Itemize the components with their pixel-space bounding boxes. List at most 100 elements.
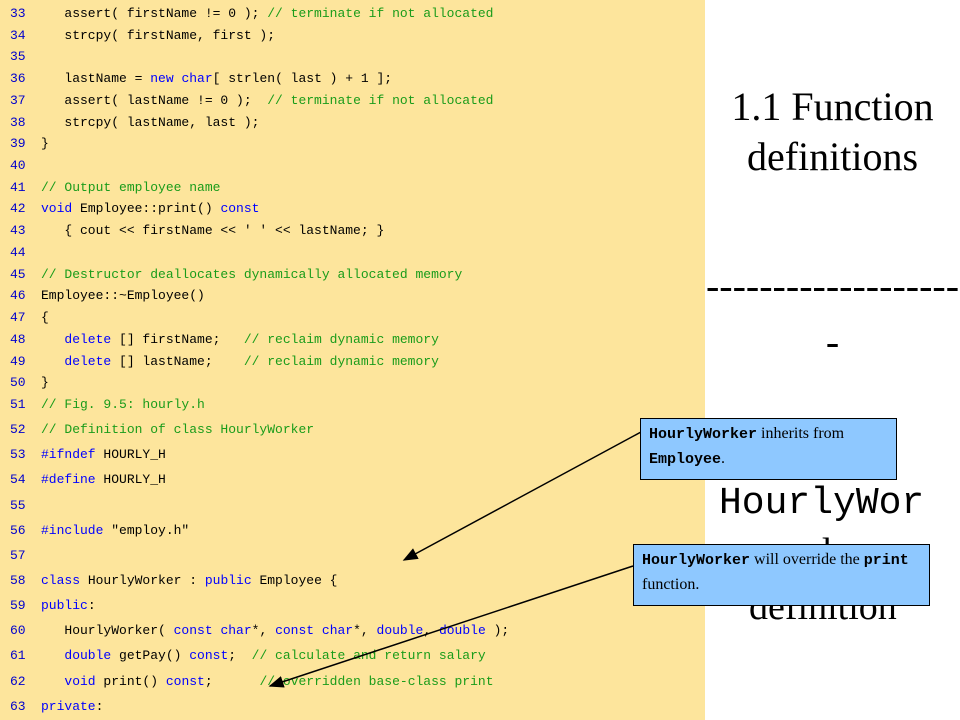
code-token: HourlyWorker(: [41, 623, 174, 638]
code-keyword: private: [41, 699, 96, 714]
line-number: 41: [10, 180, 26, 195]
line-number: 33: [10, 6, 26, 21]
code-keyword: delete: [64, 354, 112, 369]
code-token: }: [41, 375, 49, 390]
line-number: 44: [10, 245, 26, 260]
code-token: strcpy( lastName, last );: [41, 115, 260, 130]
code-keyword: delete: [64, 332, 112, 347]
line-number: 45: [10, 267, 26, 282]
background-class-name: HourlyWor: [719, 482, 925, 525]
line-number: 48: [10, 332, 26, 347]
code-token: :: [95, 699, 104, 714]
line-number: 61: [10, 648, 26, 663]
code-token: ;: [228, 648, 252, 663]
code-text: strcpy( firstName, first );: [41, 26, 275, 46]
code-keyword: new: [150, 71, 174, 86]
callout-override-end: function.: [642, 576, 700, 593]
code-text: private:: [41, 697, 103, 717]
code-token: [41, 354, 64, 369]
code-text: delete [] lastName; // reclaim dynamic m…: [41, 352, 439, 372]
code-comment: // reclaim dynamic memory: [243, 354, 439, 369]
code-token: Employee::print(): [72, 201, 221, 216]
callout-inherits-text: inherits from: [757, 425, 845, 442]
code-keyword: char: [321, 623, 354, 638]
code-token: [41, 674, 64, 689]
callout-override: HourlyWorker will override the print fun…: [633, 544, 930, 606]
line-number: 52: [10, 422, 26, 437]
line-number: 50: [10, 375, 26, 390]
code-text: // Destructor deallocates dynamically al…: [41, 265, 462, 285]
code-token: strcpy( firstName, first );: [41, 28, 276, 43]
line-number: 54: [10, 472, 26, 487]
line-number: 56: [10, 523, 26, 538]
code-keyword: public: [204, 573, 252, 588]
code-text: void Employee::print() const: [41, 199, 259, 219]
code-token: getPay(): [111, 648, 190, 663]
line-number: 57: [10, 548, 26, 563]
code-token: HourlyWorker :: [80, 573, 205, 588]
line-number: 46: [10, 288, 26, 303]
code-token: [41, 332, 64, 347]
code-token: :: [87, 598, 96, 613]
line-number: 47: [10, 310, 26, 325]
code-keyword: double: [376, 623, 424, 638]
callout-inherits-code2: Employee: [649, 451, 722, 468]
code-text: class HourlyWorker : public Employee {: [41, 571, 337, 591]
code-text: delete [] firstName; // reclaim dynamic …: [41, 330, 439, 350]
line-number: 40: [10, 158, 26, 173]
code-text: // Output employee name: [41, 178, 220, 198]
code-token: [ strlen( last ) + 1 ];: [212, 71, 393, 86]
code-comment: // terminate if not allocated: [267, 93, 494, 108]
line-number: 58: [10, 573, 26, 588]
callout-inherits-end: .: [721, 450, 726, 467]
code-text: lastName = new char[ strlen( last ) + 1 …: [41, 69, 392, 89]
line-number: 43: [10, 223, 26, 238]
code-comment: // Output employee name: [41, 180, 221, 195]
code-keyword: char: [181, 71, 213, 86]
code-text: #include "employ.h": [41, 521, 189, 541]
line-number: 34: [10, 28, 26, 43]
code-token: lastName =: [41, 71, 151, 86]
code-token: { cout << firstName << ' ' << lastName; …: [41, 223, 385, 238]
line-number: 55: [10, 498, 26, 513]
code-token: print(): [95, 674, 166, 689]
callout-override-code: HourlyWorker: [642, 552, 751, 569]
separator-dashes: --------------------: [705, 263, 960, 364]
line-number: 49: [10, 354, 26, 369]
code-text: { cout << firstName << ' ' << lastName; …: [41, 221, 384, 241]
callout-override-code2: print: [863, 552, 909, 569]
code-keyword: const: [275, 623, 315, 638]
code-text: strcpy( lastName, last );: [41, 113, 259, 133]
code-text: HourlyWorker( const char*, const char*, …: [41, 621, 509, 641]
code-keyword: double: [438, 623, 486, 638]
line-number: 36: [10, 71, 26, 86]
code-token: assert( lastName != 0 );: [41, 93, 268, 108]
code-keyword: const: [220, 201, 260, 216]
code-comment: // calculate and return salary: [251, 648, 486, 663]
line-number: 39: [10, 136, 26, 151]
code-token: assert( firstName != 0 );: [41, 6, 268, 21]
line-number: 63: [10, 699, 26, 714]
code-text: assert( lastName != 0 ); // terminate if…: [41, 91, 494, 111]
code-token: ;: [204, 674, 260, 689]
code-token: [41, 648, 64, 663]
code-keyword: public: [41, 598, 88, 613]
code-token: [314, 623, 322, 638]
line-number: 38: [10, 115, 26, 130]
code-comment: // overridden base-class print: [259, 674, 494, 689]
slide-sidebar: 1.1 Function definitions ---------------…: [705, 0, 960, 720]
line-number: 59: [10, 598, 26, 613]
line-number: 53: [10, 447, 26, 462]
code-token: [] lastName;: [111, 354, 244, 369]
code-text: double getPay() const; // calculate and …: [41, 646, 486, 666]
code-comment: // reclaim dynamic memory: [243, 332, 439, 347]
code-token: "employ.h": [103, 523, 190, 538]
code-token: {: [41, 310, 49, 325]
code-keyword: char: [220, 623, 252, 638]
code-keyword: class: [41, 573, 81, 588]
code-panel: 33 assert( firstName != 0 ); // terminat…: [0, 0, 705, 720]
line-number: 62: [10, 674, 26, 689]
callout-inherits-code: HourlyWorker: [649, 426, 758, 443]
callout-inherits: HourlyWorker inherits from Employee.: [640, 418, 897, 480]
code-token: HOURLY_H: [95, 447, 166, 462]
